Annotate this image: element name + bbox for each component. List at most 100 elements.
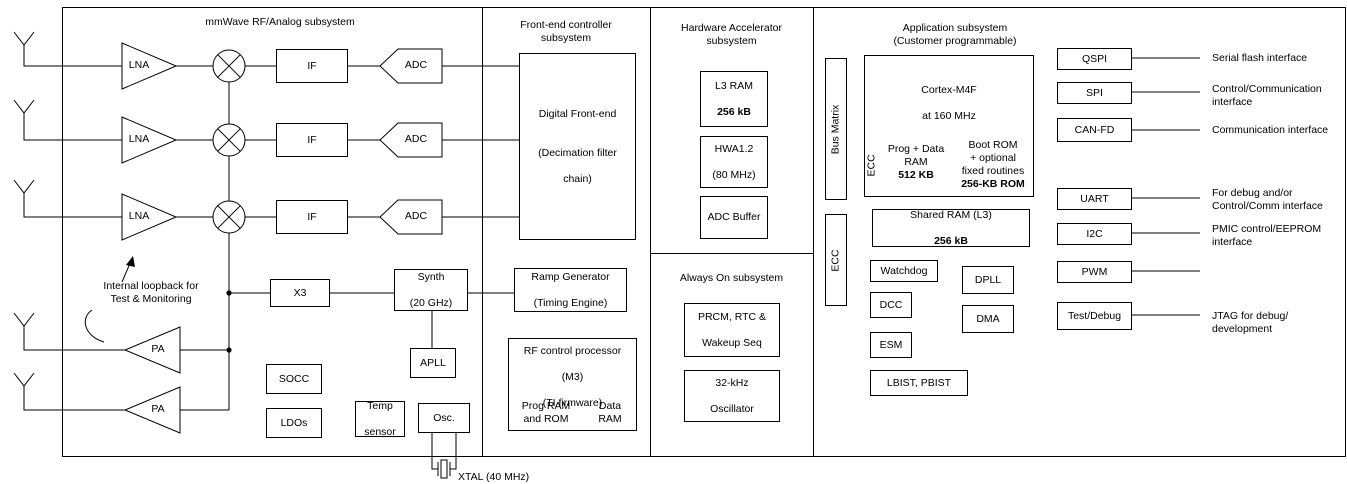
ldos-block: LDOs <box>266 408 322 438</box>
socc-block: SOCC <box>266 364 322 394</box>
synth-block: Synth(20 GHz) <box>394 269 468 311</box>
fec-subsystem-title: Front-end controller subsystem <box>486 19 646 45</box>
adc-3-label: ADC <box>404 210 428 222</box>
adc-buffer-block: ADC Buffer <box>700 196 768 239</box>
prcm-line1: PRCM, RTC & <box>697 310 767 323</box>
adc-1-label: ADC <box>404 59 428 71</box>
xtal-label: XTAL (40 MHz) <box>458 471 530 483</box>
spi-interface-label: Control/Communication interface <box>1212 83 1342 109</box>
i2c-ext-line2: interface <box>1212 236 1253 248</box>
app-title-line1: Application subsystem <box>902 22 1008 34</box>
cortex-m4f-block: Cortex-M4F at 160 MHz <box>864 55 1034 197</box>
l3-ram-block: L3 RAM 256 kB <box>700 71 768 127</box>
uart-block: UART <box>1057 188 1132 210</box>
lna-1-label: LNA <box>128 59 150 71</box>
digital-front-end-block: Digital Front-end (Decimation filter cha… <box>519 53 636 240</box>
ramp-line2: (Timing Engine) <box>533 296 608 309</box>
progdata-line2: RAM <box>904 156 928 168</box>
can-fd-block: CAN-FD <box>1057 118 1132 142</box>
rfcp-line2: (M3) <box>561 371 584 383</box>
loopback-line2: Test & Monitoring <box>110 293 192 305</box>
hwa-title-line1: Hardware Accelerator <box>681 22 782 34</box>
prog-data-ram-label: Prog + Data RAM 512 KB <box>881 143 951 182</box>
bus-matrix-block: Bus Matrix <box>825 58 847 200</box>
l3-size: 256 kB <box>717 105 751 118</box>
hwa-line1: HWA1.2 <box>714 142 754 155</box>
spi-ext-line1: Control/Communication <box>1212 83 1322 95</box>
data-ram-label: Data RAM <box>584 400 636 426</box>
fec-title-line2: subsystem <box>540 32 592 44</box>
i2c-ext-line1: PMIC control/EEPROM <box>1212 223 1322 235</box>
fec-title-line1: Front-end controller <box>520 19 612 31</box>
synth-line2: (20 GHz) <box>409 296 453 309</box>
adc-2-label: ADC <box>404 133 428 145</box>
bootrom-line3: fixed routines <box>961 165 1025 177</box>
uart-interface-label: For debug and/or Control/Comm interface <box>1212 187 1342 213</box>
spi-block: SPI <box>1057 82 1132 104</box>
bootrom-size: 256-KB ROM <box>961 178 1025 190</box>
dataram-line1: Data <box>598 400 622 412</box>
dfe-line1: Digital Front-end <box>538 107 617 120</box>
hwa12-block: HWA1.2 (80 MHz) <box>700 136 768 188</box>
shared-ram-block: Shared RAM (L3) 256 kB <box>872 209 1030 247</box>
prcm-line2: Wakeup Seq <box>702 336 762 349</box>
lna-2-label: LNA <box>128 133 150 145</box>
temp-line1: Temp <box>367 399 393 412</box>
spi-ext-line2: interface <box>1212 96 1253 108</box>
if-block-3: IF <box>276 200 348 234</box>
hwa-line2: (80 MHz) <box>712 168 756 181</box>
dfe-line3: chain) <box>563 172 592 185</box>
progdata-line1: Prog + Data <box>887 143 945 155</box>
watchdog-block: Watchdog <box>870 260 938 282</box>
hwa-subsystem-title: Hardware Accelerator subsystem <box>654 22 809 48</box>
rf-subsystem-title: mmWave RF/Analog subsystem <box>205 16 355 28</box>
loopback-line1: Internal loopback for <box>103 280 199 292</box>
aon-subsystem-title: Always On subsystem <box>679 272 784 284</box>
cortex-line1: Cortex-M4F <box>921 84 977 96</box>
ecc-bus-label: ECC <box>829 248 842 272</box>
dcc-block: DCC <box>870 292 912 318</box>
program-line1: Prog RAM <box>521 400 571 412</box>
if-block-1: IF <box>276 49 348 83</box>
dfe-line2: (Decimation filter <box>538 146 617 159</box>
prcm-block: PRCM, RTC & Wakeup Seq <box>684 303 780 357</box>
qspi-interface-label: Serial flash interface <box>1212 52 1308 64</box>
uart-ext-line1: For debug and/or <box>1212 187 1293 199</box>
app-title-line2: (Customer programmable) <box>893 35 1017 47</box>
bootrom-line1: Boot ROM <box>968 139 1018 151</box>
lna-3-label: LNA <box>128 210 150 222</box>
temp-line2: sensor <box>364 425 396 438</box>
osc32-line1: 32-kHz <box>715 376 749 389</box>
dataram-line2: RAM <box>598 413 622 425</box>
ecc-ram-label: ECC <box>866 154 879 176</box>
pa-1-label: PA <box>151 343 165 355</box>
rfcp-line1: RF control processor <box>523 345 622 357</box>
apll-block: APLL <box>410 348 456 378</box>
jtag-ext-line2: development <box>1212 323 1273 335</box>
hwa-title-line2: subsystem <box>706 35 757 47</box>
l3-label: L3 RAM <box>715 79 753 92</box>
i2c-interface-label: PMIC control/EEPROM interface <box>1212 223 1342 249</box>
progdata-size: 512 KB <box>898 169 934 181</box>
x3-multiplier: X3 <box>270 279 330 307</box>
jtag-interface-label: JTAG for debug/ development <box>1212 310 1342 336</box>
osc-block: Osc. <box>418 403 470 433</box>
lbist-pbist-block: LBIST, PBIST <box>870 370 968 396</box>
shared-ram-label: Shared RAM (L3) <box>910 208 992 221</box>
canfd-interface-label: Communication interface <box>1212 124 1329 136</box>
cortex-line2: at 160 MHz <box>922 110 976 122</box>
rf-control-processor-block: RF control processor (M3) (TI firmware) <box>508 338 637 431</box>
app-subsystem-title: Application subsystem (Customer programm… <box>870 22 1040 48</box>
boot-rom-label: Boot ROM + optional fixed routines 256-K… <box>953 139 1033 191</box>
rfcp-line3: (TI firmware) <box>542 397 603 409</box>
loopback-label: Internal loopback for Test & Monitoring <box>86 280 216 306</box>
test-debug-block: Test/Debug <box>1057 302 1132 330</box>
jtag-ext-line1: JTAG for debug/ <box>1212 310 1289 322</box>
program-line2: and ROM <box>523 413 569 425</box>
bootrom-line2: + optional <box>970 152 1016 164</box>
bus-matrix-label: Bus Matrix <box>829 104 842 154</box>
shared-ram-size: 256 kB <box>934 234 968 247</box>
if-block-2: IF <box>276 123 348 157</box>
dma-block: DMA <box>962 305 1014 333</box>
dpll-block: DPLL <box>962 266 1014 294</box>
